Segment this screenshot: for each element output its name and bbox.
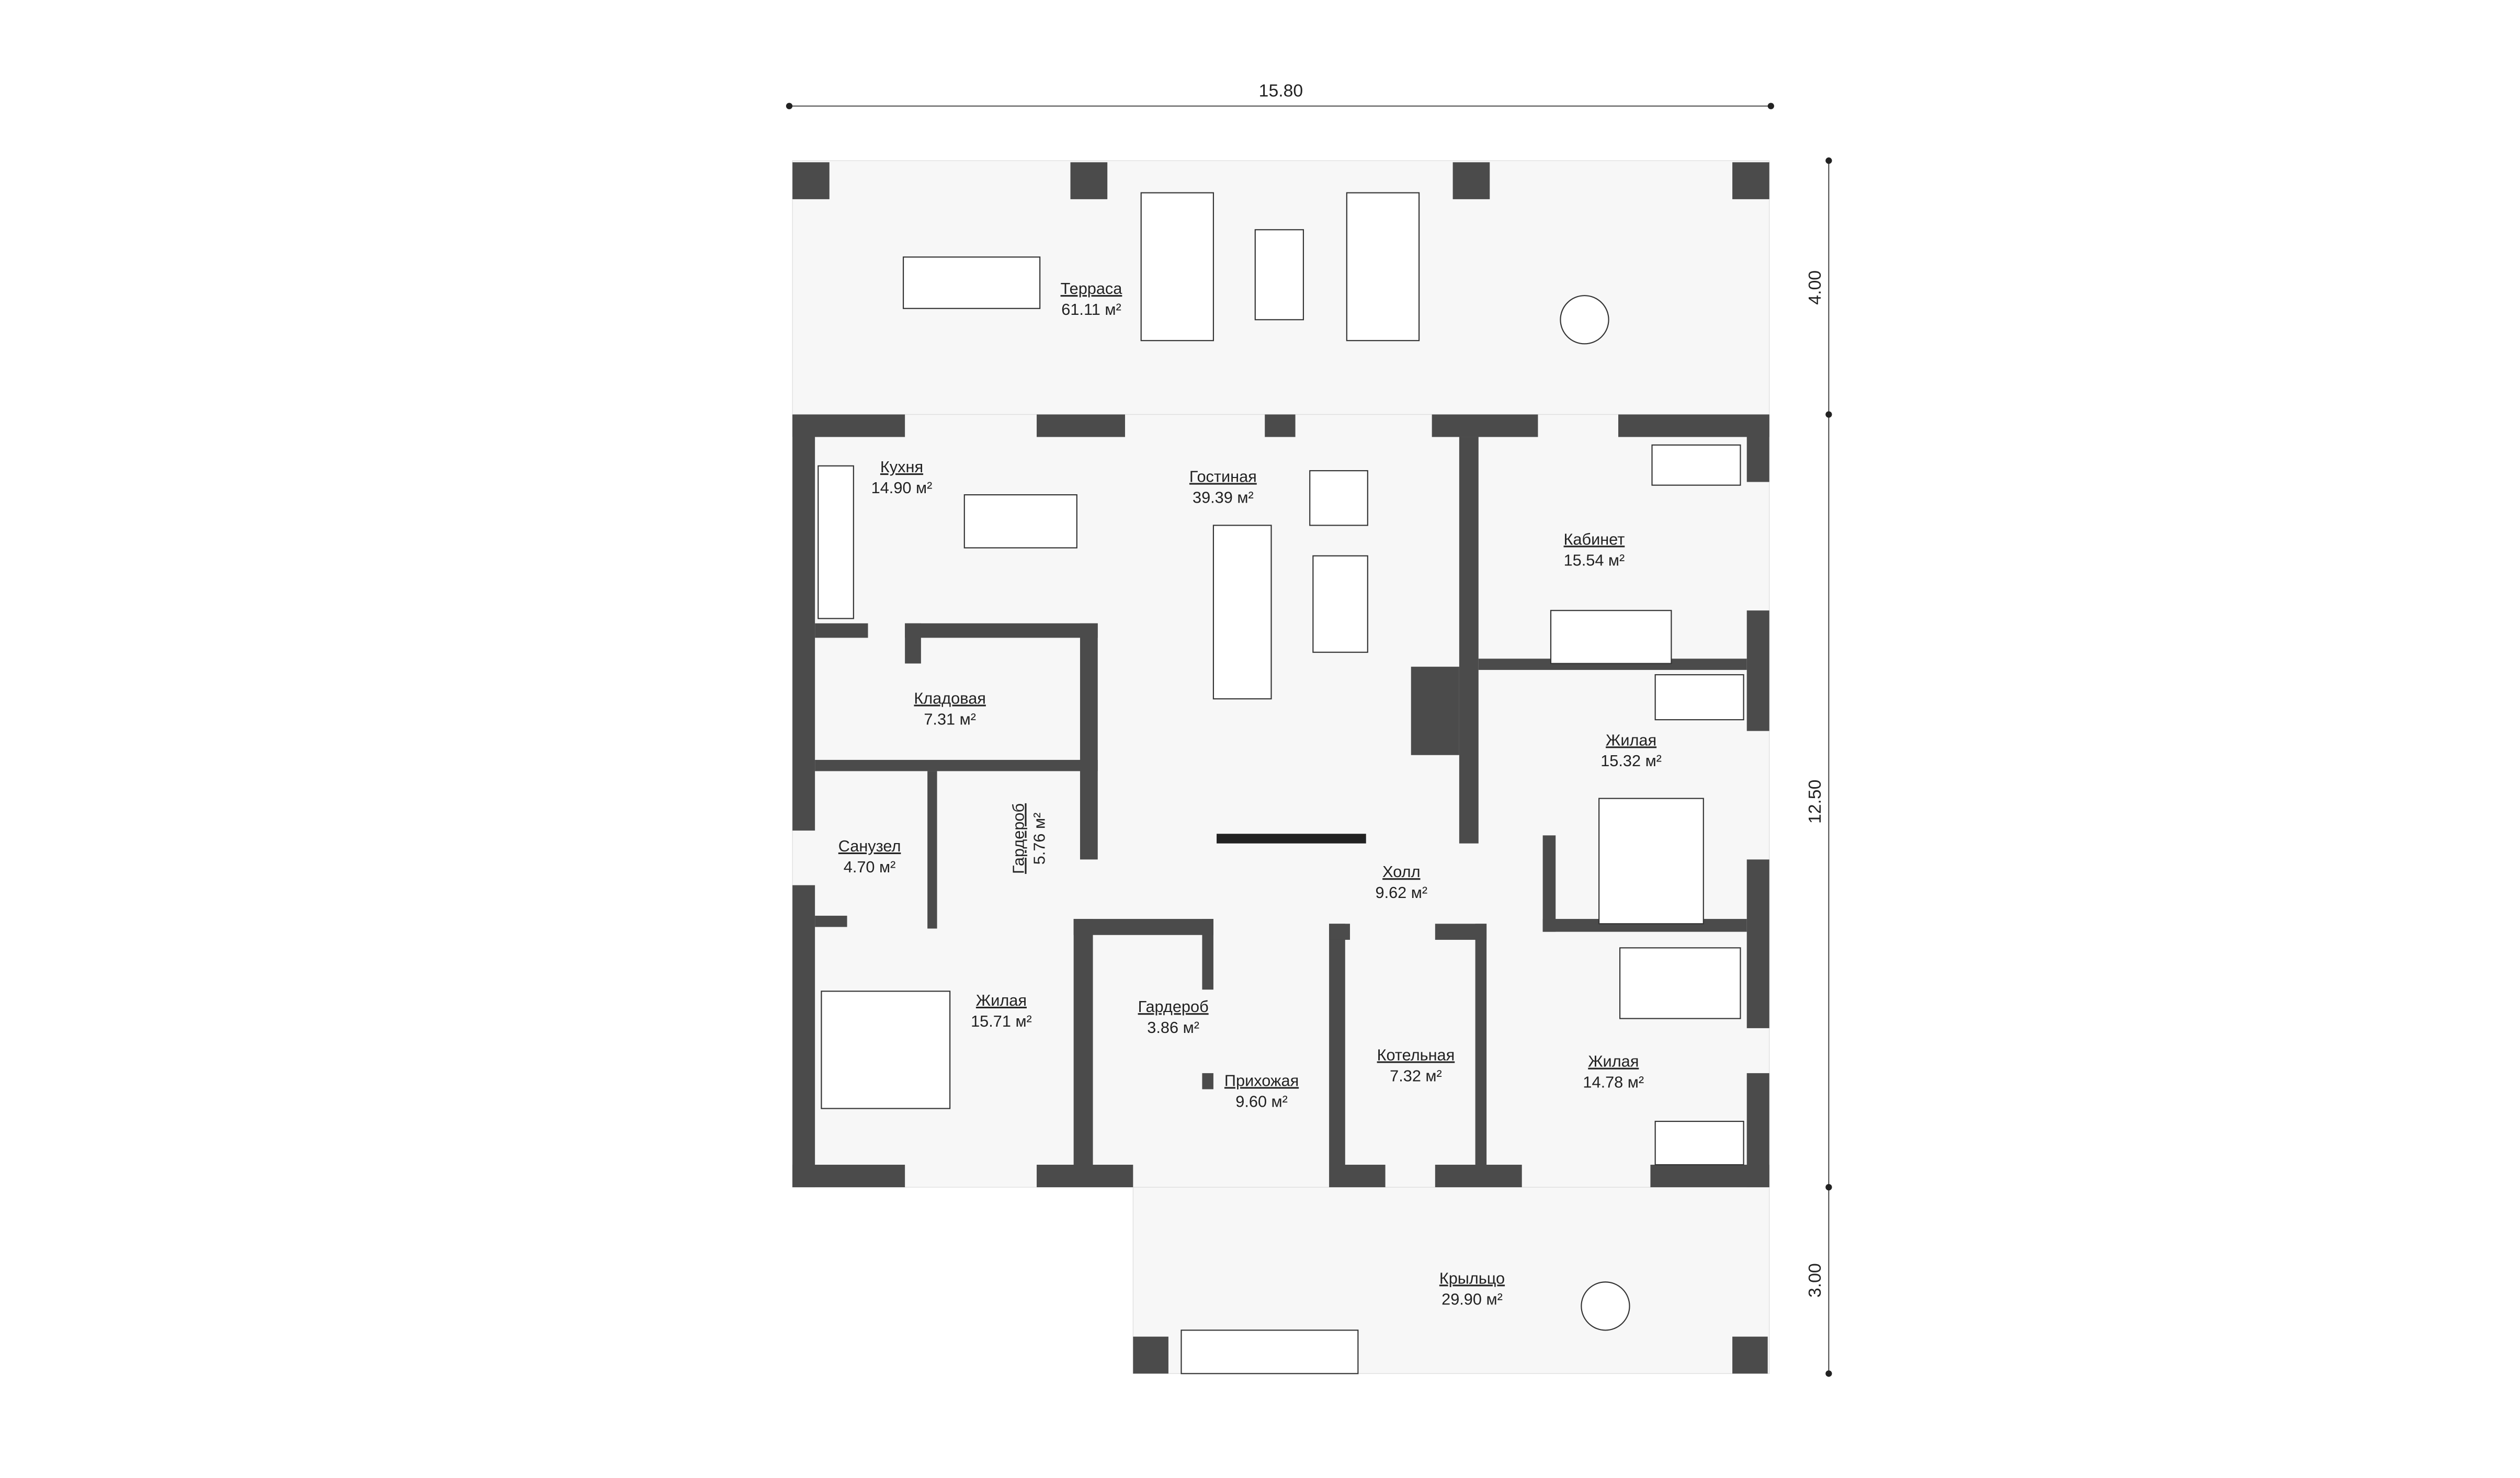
room-terrace: Терраса 61.11 м² bbox=[1061, 279, 1123, 319]
dimension-width-label: 15.80 bbox=[1259, 81, 1303, 100]
room-entrance: Прихожая 9.60 м² bbox=[1224, 1071, 1299, 1110]
interior-walls bbox=[815, 437, 1747, 1165]
room-bedroom-1478: Жилая 14.78 м² bbox=[1583, 1052, 1644, 1092]
armchair bbox=[1309, 470, 1368, 526]
svg-text:Терраса: Терраса bbox=[1061, 279, 1123, 298]
svg-text:4.70 м²: 4.70 м² bbox=[844, 858, 896, 876]
room-bedroom-1532: Жилая 15.32 м² bbox=[1600, 731, 1662, 770]
svg-text:9.60 м²: 9.60 м² bbox=[1235, 1092, 1288, 1110]
cabinet-desk bbox=[1651, 444, 1741, 486]
svg-text:Жилая: Жилая bbox=[976, 991, 1027, 1009]
svg-text:Холл: Холл bbox=[1382, 862, 1420, 881]
desk-zhilaya-1532 bbox=[1654, 674, 1744, 721]
desk-zhilaya-1478 bbox=[1654, 1120, 1744, 1166]
sofa bbox=[1212, 525, 1272, 700]
room-kitchen: Кухня 14.90 м² bbox=[871, 458, 933, 497]
room-bedroom-1571: Жилая 15.71 м² bbox=[971, 991, 1032, 1030]
svg-text:Гостиная: Гостиная bbox=[1189, 468, 1257, 486]
dimension-porch-label: 3.00 bbox=[1805, 1263, 1825, 1298]
terrace-round-table bbox=[1560, 295, 1609, 345]
svg-text:39.39 м²: 39.39 м² bbox=[1193, 488, 1254, 506]
svg-text:14.90 м²: 14.90 м² bbox=[871, 479, 933, 497]
svg-text:15.71 м²: 15.71 м² bbox=[971, 1012, 1032, 1030]
kitchen-table bbox=[963, 494, 1077, 549]
svg-text:5.76 м²: 5.76 м² bbox=[1030, 813, 1048, 865]
svg-text:29.90 м²: 29.90 м² bbox=[1441, 1290, 1503, 1308]
porch-posts bbox=[1133, 1336, 1768, 1374]
dimension-house-label: 12.50 bbox=[1805, 780, 1825, 824]
room-office: Кабинет 15.54 м² bbox=[1564, 530, 1625, 569]
furniture bbox=[818, 192, 1744, 1374]
svg-text:3.86 м²: 3.86 м² bbox=[1147, 1018, 1199, 1037]
exterior-walls bbox=[792, 414, 1769, 1188]
room-living: Гостиная 39.39 м² bbox=[1189, 468, 1257, 507]
svg-text:15.32 м²: 15.32 м² bbox=[1600, 752, 1662, 770]
terrace-sofa-right bbox=[1346, 192, 1420, 342]
cabinet-sofa bbox=[1550, 610, 1672, 664]
svg-text:Гардероб: Гардероб bbox=[1138, 997, 1209, 1016]
svg-text:15.54 м²: 15.54 м² bbox=[1564, 551, 1625, 569]
svg-text:9.62 м²: 9.62 м² bbox=[1376, 883, 1428, 902]
bed-zhilaya-1571 bbox=[821, 991, 951, 1109]
svg-text:Санузел: Санузел bbox=[838, 837, 901, 855]
svg-text:Кладовая: Кладовая bbox=[914, 689, 986, 707]
svg-text:Жилая: Жилая bbox=[1588, 1052, 1639, 1071]
room-boiler: Котельная 7.32 м² bbox=[1377, 1045, 1455, 1085]
svg-text:Крыльцо: Крыльцо bbox=[1439, 1269, 1505, 1287]
svg-text:Гардероб: Гардероб bbox=[1009, 803, 1027, 874]
svg-text:61.11 м²: 61.11 м² bbox=[1061, 300, 1121, 319]
dimension-depths: 4.00 12.50 3.00 bbox=[1805, 157, 1832, 1377]
porch-steps bbox=[1180, 1329, 1359, 1374]
porch-round-table bbox=[1581, 1281, 1630, 1331]
room-wardrobe-386: Гардероб 3.86 м² bbox=[1138, 997, 1209, 1037]
terrace-sofa-left bbox=[1140, 192, 1214, 342]
bed-zhilaya-1478 bbox=[1619, 947, 1741, 1019]
dimension-width: 15.80 bbox=[786, 81, 1774, 109]
terrace-coffee-table bbox=[1254, 229, 1304, 321]
coffee-table bbox=[1312, 555, 1368, 653]
radiator bbox=[1217, 834, 1366, 844]
svg-text:7.31 м²: 7.31 м² bbox=[924, 710, 976, 728]
dimension-terrace-label: 4.00 bbox=[1805, 270, 1825, 305]
svg-text:Кабинет: Кабинет bbox=[1564, 530, 1625, 548]
terrace-posts bbox=[792, 162, 1769, 199]
terrace-dining-table bbox=[902, 256, 1041, 309]
room-porch: Крыльцо 29.90 м² bbox=[1439, 1269, 1505, 1308]
svg-text:14.78 м²: 14.78 м² bbox=[1583, 1073, 1644, 1092]
svg-text:Прихожая: Прихожая bbox=[1224, 1071, 1299, 1089]
svg-text:Котельная: Котельная bbox=[1377, 1045, 1455, 1064]
svg-text:Кухня: Кухня bbox=[880, 458, 923, 476]
room-pantry: Кладовая 7.31 м² bbox=[914, 689, 986, 728]
svg-text:Жилая: Жилая bbox=[1606, 731, 1656, 749]
room-bathroom: Санузел 4.70 м² bbox=[838, 837, 901, 876]
kitchen-counter bbox=[818, 465, 854, 619]
room-hall: Холл 9.62 м² bbox=[1376, 862, 1428, 902]
bed-zhilaya-1532 bbox=[1598, 798, 1704, 925]
svg-text:7.32 м²: 7.32 м² bbox=[1390, 1066, 1442, 1085]
